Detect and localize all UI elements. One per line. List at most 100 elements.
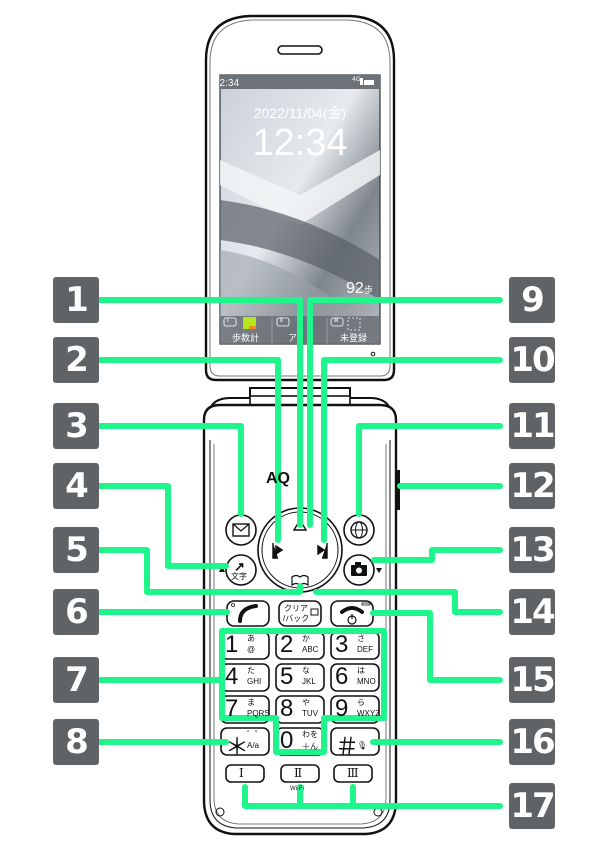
- callout-label-4: 4: [53, 463, 99, 509]
- mail-icon: [232, 523, 250, 537]
- dial-key-kana: や: [302, 698, 310, 707]
- dial-key-number: 1: [225, 631, 239, 658]
- callout-line-4: [97, 483, 229, 569]
- dial-key-sub: JKL: [302, 677, 316, 686]
- callout-lines: [97, 297, 503, 809]
- dial-key-sub: 🎙: [357, 741, 368, 750]
- dial-key-sub: TUV: [302, 709, 318, 718]
- dial-key-sub: WXYZ: [357, 709, 381, 718]
- dial-key-number: 3: [335, 631, 349, 658]
- dial-key-sub: A/a: [247, 741, 260, 750]
- dial-key-sub: DEF: [357, 645, 373, 654]
- callout-label-10: 10: [509, 337, 556, 383]
- callout-label-5: 5: [53, 527, 99, 573]
- dial-key-kana: か: [302, 634, 310, 643]
- dial-key-kana: ま: [247, 698, 255, 707]
- softkey-1-key: Ⅰ: [227, 317, 229, 324]
- right-menu-icon: [317, 543, 328, 559]
- callout-label-7: 7: [53, 657, 99, 703]
- callout-line-2: [97, 357, 281, 543]
- callout-line-14: [313, 589, 503, 615]
- soft-key-label: Ⅰ: [239, 766, 244, 780]
- dial-key-number: 7: [225, 695, 239, 722]
- soft-key-label: Ⅲ: [347, 766, 359, 780]
- dial-key-number: ＃: [335, 734, 359, 761]
- dial-key-kana: た: [247, 666, 255, 675]
- step-count-unit: 歩: [363, 285, 373, 295]
- dial-key-8[interactable]: [275, 695, 325, 724]
- callout-label-16: 16: [509, 719, 556, 765]
- earpiece: [277, 45, 323, 55]
- callout-line-13: [371, 547, 503, 563]
- browser-key[interactable]: [343, 514, 375, 546]
- dial-key-5[interactable]: [275, 663, 325, 692]
- dial-key-sub: ＋ん: [302, 742, 318, 751]
- network-indicator: 4G: [352, 76, 361, 83]
- callout-label-13: 13: [509, 527, 556, 573]
- soft-key-3[interactable]: [333, 764, 373, 783]
- callout-label-12: 12: [509, 463, 556, 509]
- screen-date: 2022/11/04(金): [253, 105, 347, 121]
- dial-key-kana: な: [302, 666, 310, 675]
- side-button: [396, 470, 400, 510]
- end-power-key[interactable]: [330, 600, 374, 627]
- clear-back-key[interactable]: [278, 600, 322, 627]
- callout-label-15: 15: [509, 657, 556, 703]
- callout-label-6: 6: [53, 589, 99, 635]
- brand-logo: AQ: [266, 470, 290, 487]
- dial-key-kana: さ: [357, 634, 365, 643]
- callout-line-5: [97, 547, 303, 595]
- dial-key-sub: ABC: [302, 645, 319, 654]
- dial-key-number: 6: [335, 663, 349, 690]
- camera-key[interactable]: [343, 554, 382, 586]
- soft-keys-row: [225, 764, 373, 783]
- dial-key-number: ＊: [225, 734, 249, 761]
- wifi-label: Wi-Fi: [290, 786, 304, 792]
- soft-key-2[interactable]: [280, 764, 320, 783]
- phone-icon: [238, 604, 258, 623]
- dial-key-number: 0: [280, 727, 294, 754]
- callout-line-17: [242, 784, 503, 809]
- dial-key-number: 4: [225, 663, 239, 690]
- callout-line-11: [356, 423, 503, 517]
- moji-key-arrow: ↗: [234, 559, 245, 574]
- moji-key[interactable]: [219, 554, 257, 586]
- mail-key[interactable]: [225, 514, 257, 546]
- call-key[interactable]: [226, 600, 270, 627]
- step-count: 92歩: [346, 280, 373, 298]
- dial-key-number: 5: [280, 663, 294, 690]
- dial-key-number: 8: [280, 695, 294, 722]
- clear-key-label-1: クリア: [284, 604, 308, 613]
- dial-key-kana: ゛゜: [247, 730, 263, 739]
- soft-key-1[interactable]: [225, 764, 265, 783]
- callout-label-17: 17: [509, 783, 556, 829]
- callout-label-9: 9: [509, 277, 555, 323]
- dial-key-number: 9: [335, 695, 349, 722]
- softkey-3-label: 未登録: [340, 334, 368, 344]
- dial-key-kana: わを: [302, 730, 318, 739]
- callout-label-14: 14: [509, 589, 556, 635]
- dial-key-sub: PQRS: [247, 709, 270, 718]
- softkey-2-key: Ⅱ: [280, 317, 283, 324]
- dial-key-6[interactable]: [330, 663, 380, 692]
- callout-label-11: 11: [509, 403, 556, 449]
- callout-line-15: [370, 610, 503, 683]
- callout-label-2: 2: [53, 337, 99, 383]
- phonebook-icon: [291, 574, 309, 587]
- dial-key-sub: GHI: [247, 677, 262, 686]
- dial-key-number: 2: [280, 631, 294, 658]
- callout-line-7: [97, 628, 387, 755]
- callout-line-9: [307, 297, 503, 528]
- callout-line-10: [321, 357, 503, 543]
- left-menu-icon: [272, 543, 284, 559]
- callout-label-8: 8: [53, 719, 99, 765]
- dial-key-kana: あ: [247, 634, 255, 643]
- softkey-1-label: 歩数計: [232, 334, 260, 344]
- clear-key-label-2: /バック: [283, 614, 310, 623]
- softkey-2-label: ア: [288, 334, 298, 344]
- dial-key-sub: @: [247, 645, 256, 654]
- dial-key-kana: ら: [357, 698, 365, 707]
- screen-clock: 12:34: [252, 122, 348, 164]
